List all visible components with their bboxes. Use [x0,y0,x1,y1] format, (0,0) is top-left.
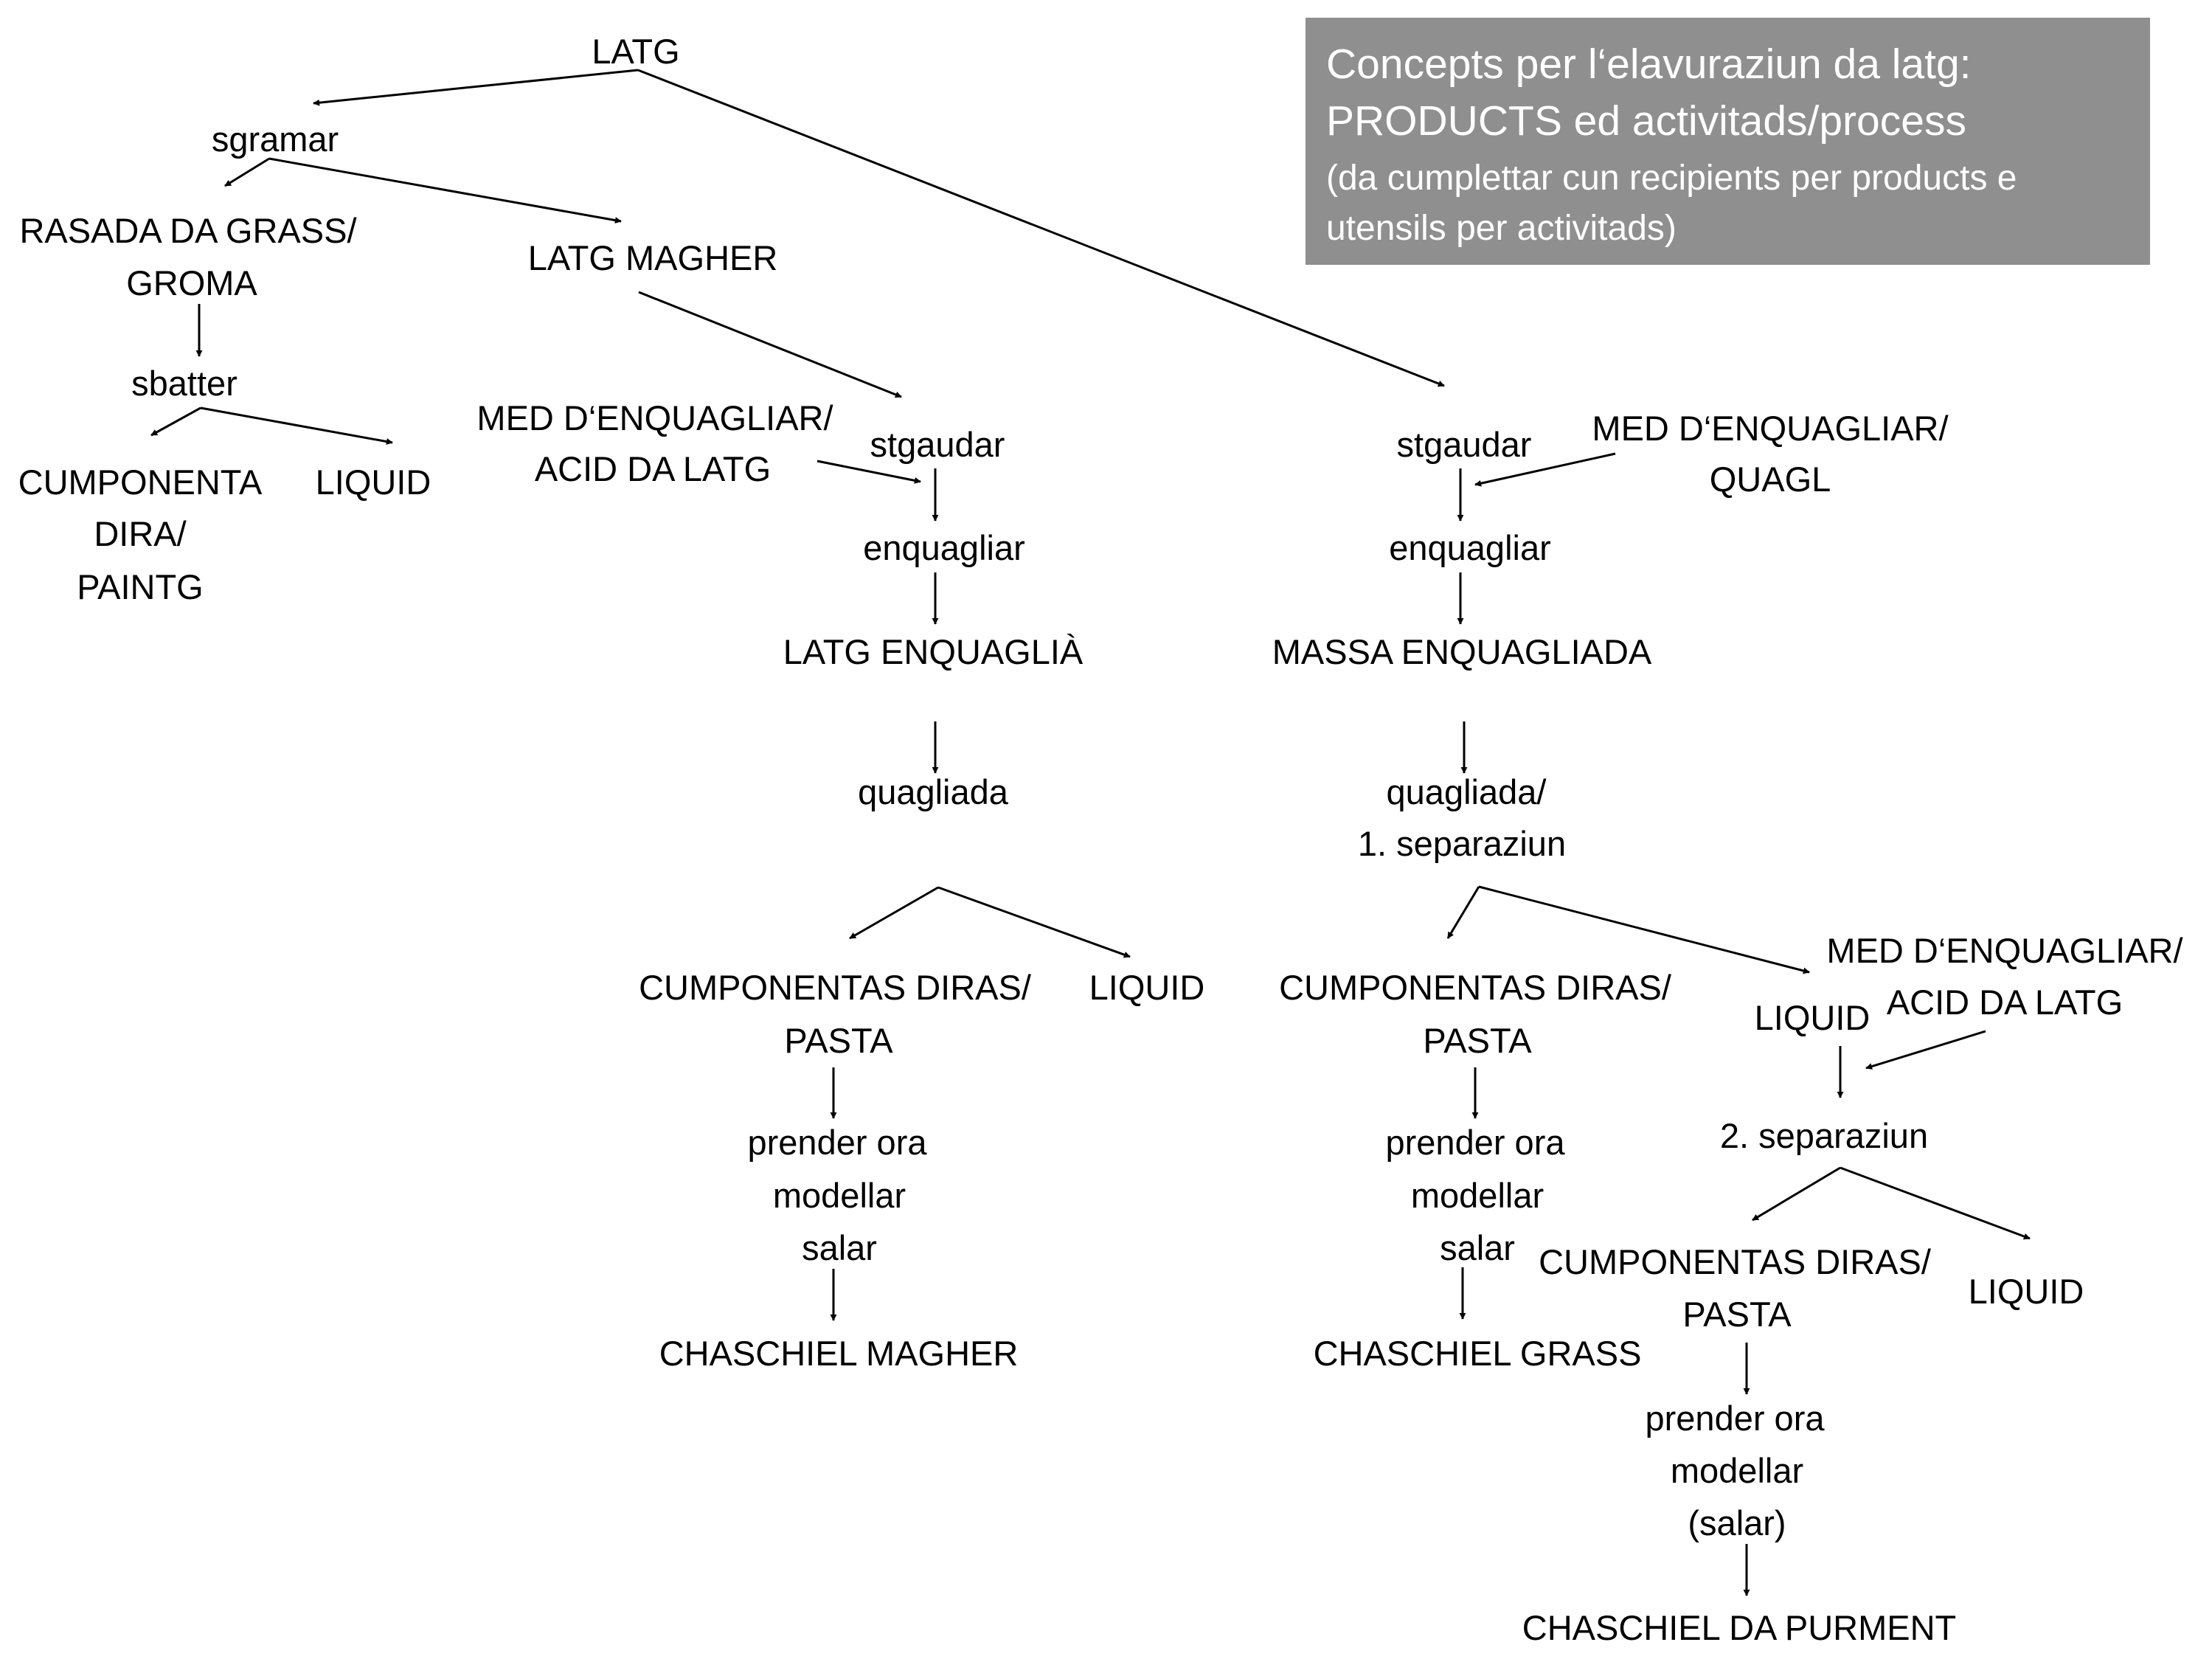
node-latg-magher: LATG MAGHER [528,238,778,277]
edge-latg-sgramar [313,69,639,106]
node-prender-g-line-3: salar [1440,1228,1515,1267]
node-cumponentas-p-line-2: PASTA [1682,1295,1792,1334]
node-liquid-middle: LIQUID [1089,968,1205,1007]
edge-sgramar-rasada [224,157,270,187]
edge-med-acid-stgaudar [817,460,921,484]
node-cumponentas-g-line-2: PASTA [1423,1021,1532,1060]
node-stgaudar-middle: stgaudar [870,425,1005,464]
node-med-quagl-line-1: MED D‘ENQUAGLIAR/ [1592,409,1949,448]
node-med-quagl-line-2: QUAGL [1710,460,1831,499]
node-liquid-purment: LIQUID [1969,1272,2084,1311]
edge-latg-stgaudar-right [637,69,1445,387]
title-line-2: PRODUCTS ed activitads/process [1326,97,1966,145]
node-cumponentas-g-line-1: CUMPONENTAS DIRAS/ [1279,968,1672,1007]
title-line-3: (da cumplettar cun recipients per produc… [1326,159,2017,198]
node-separaziun-2: 2. separaziun [1720,1116,1928,1155]
node-chaschiel-magher: CHASCHIEL MAGHER [659,1334,1019,1373]
node-prender-p-line-1: prender ora [1646,1399,1826,1438]
node-sgramar: sgramar [212,120,339,159]
title-line-4: utensils per activitads) [1326,209,1677,248]
node-med-acid-2-line-1: MED D‘ENQUAGLIAR/ [1826,931,2183,970]
node-med-acid-1-line-2: ACID DA LATG [535,449,771,488]
node-cumponenta-line-3: PAINTG [77,567,203,606]
node-quagliada-right-line-1: quagliada/ [1387,772,1547,811]
node-cumponenta-line-2: DIRA/ [94,514,187,553]
node-sbatter: sbatter [131,364,238,403]
edges [150,69,2031,1596]
edge-sgramar-latg-magher [268,157,622,224]
node-rasada-line-1: RASADA DA GRASS/ [19,211,357,250]
node-prender-p-line-2: modellar [1671,1451,1803,1490]
node-latg-enquaglia: LATG ENQUAGLIÀ [783,632,1084,671]
node-med-acid-2-line-2: ACID DA LATG [1887,983,2123,1022]
node-prender-g-line-1: prender ora [1386,1123,1566,1162]
node-liquid-right: LIQUID [1755,998,1871,1037]
node-prender-m-line-2: modellar [773,1176,906,1215]
node-cumponentas-p-line-1: CUMPONENTAS DIRAS/ [1539,1242,1932,1281]
node-med-acid-1-line-1: MED D‘ENQUAGLIAR/ [476,398,833,437]
node-stgaudar-right: stgaudar [1397,425,1532,464]
node-cumponenta-line-1: CUMPONENTA [18,463,263,502]
node-cumponentas-m-line-2: PASTA [784,1021,893,1060]
edge-separaziun-2-cumponentas-p [1752,1166,1841,1222]
node-chaschiel-grass: CHASCHIEL GRASS [1314,1334,1642,1373]
node-rasada-line-2: GROMA [126,263,257,302]
node-enquagliar-middle: enquagliar [863,528,1025,567]
edge-med-quagl-stgaudar [1474,452,1616,487]
title-box: Concepts per l‘elavuraziun da latg: PROD… [1306,18,2150,265]
node-prender-m-line-1: prender ora [748,1123,928,1162]
node-prender-g-line-2: modellar [1411,1176,1544,1215]
edge-quagliada-liquid-m [937,886,1131,958]
title-box-background [1306,18,2150,265]
node-cumponentas-m-line-1: CUMPONENTAS DIRAS/ [639,968,1032,1007]
edge-sbatter-cumponenta [150,406,201,437]
node-liquid-a: LIQUID [316,463,431,502]
node-chaschiel-purment: CHASCHIEL DA PURMENT [1522,1608,1956,1647]
nodes: LATG sgramar RASADA DA GRASS/ GROMA LATG… [18,32,2184,1647]
edge-sbatter-liquid [200,406,393,445]
node-quagliada-right-line-2: 1. separaziun [1358,824,1566,863]
node-latg: LATG [592,32,679,71]
edge-separaziun-liquid [1478,885,1810,974]
edge-med-acid-separaziun-2 [1865,1030,1986,1070]
edge-separaziun-cumponentas-g [1446,886,1480,939]
edge-latg-magher-stgaudar [638,291,902,398]
title-line-1: Concepts per l‘elavuraziun da latg: [1326,41,1972,88]
edge-separaziun-2-liquid-p [1840,1166,2031,1240]
node-prender-m-line-3: salar [802,1228,877,1267]
node-massa-enquagliada: MASSA ENQUAGLIADA [1272,632,1652,671]
node-prender-p-line-3: (salar) [1688,1503,1786,1542]
node-enquagliar-right: enquagliar [1389,528,1551,567]
node-quagliada-middle: quagliada [858,772,1009,811]
edge-quagliada-cumponentas-m [849,886,939,940]
